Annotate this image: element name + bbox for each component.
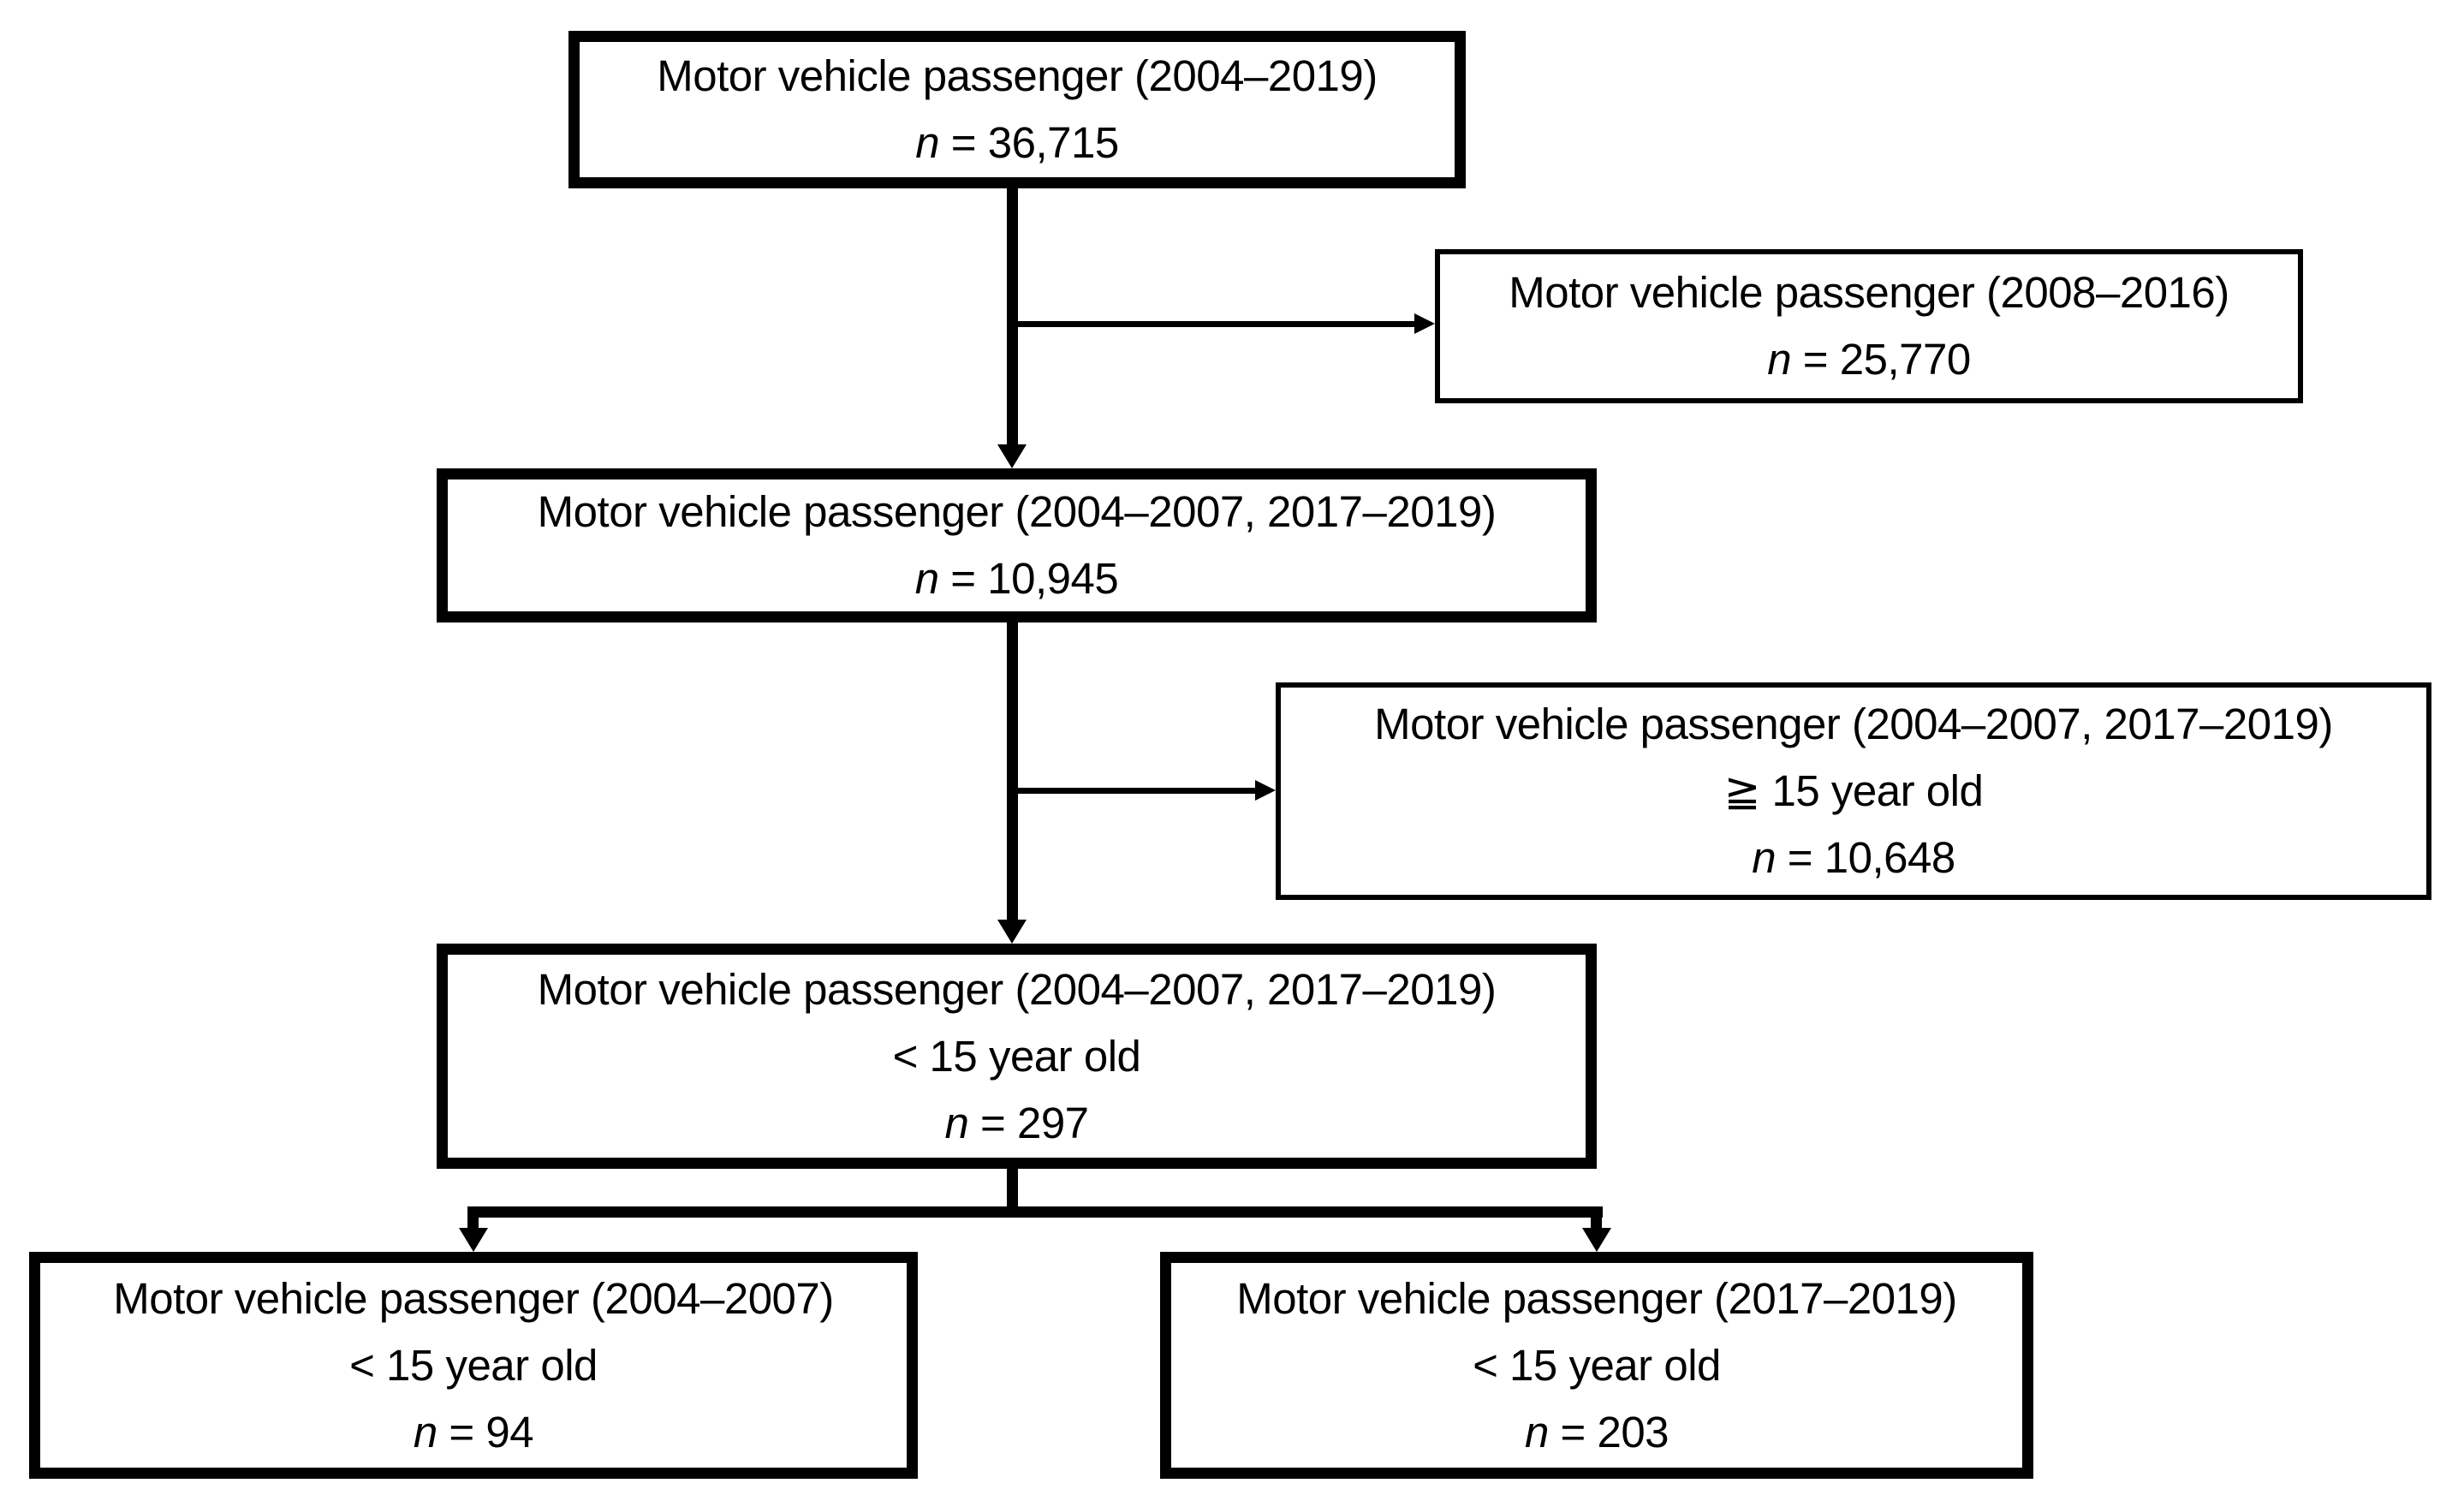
box-text-line: Motor vehicle passenger (2017–2019) [1236,1273,1957,1323]
connector-tbar [467,1206,1603,1218]
arrowhead-right-icon [1255,780,1276,801]
arrowhead-right-icon [1414,313,1435,334]
box-text-line: n = 94 [413,1407,534,1456]
box-text-line: n = 25,770 [1767,335,1971,384]
flow-box-group-2017-2019: Motor vehicle passenger (2017–2019) < 15 … [1160,1252,2033,1479]
arrowhead-down-icon [1582,1228,1611,1252]
connector-stem-2 [1007,622,1018,920]
connector-branch-1 [1012,321,1414,327]
connector-stem-1 [1007,188,1018,445]
box-text-line: n = 10,945 [914,554,1119,603]
connector-stem-3 [1007,1169,1018,1206]
box-text-line: Motor vehicle passenger (2004–2007, 2017… [1374,700,2333,748]
box-text-line: Motor vehicle passenger (2004–2007) [113,1273,834,1323]
box-text-line: Motor vehicle passenger (2004–2019) [657,51,1378,100]
flow-box-excluded-ge-15: Motor vehicle passenger (2004–2007, 2017… [1276,682,2431,900]
box-text-line: n = 203 [1524,1407,1669,1456]
box-text-line: < 15 year old [349,1340,598,1390]
connector-branch-2 [1012,788,1255,794]
box-text-line: Motor vehicle passenger (2008–2016) [1509,268,2229,317]
box-text-line: Motor vehicle passenger (2004–2007, 2017… [537,487,1497,536]
arrowhead-down-icon [997,920,1027,944]
arrowhead-down-icon [459,1228,488,1252]
box-text-line: < 15 year old [892,1031,1141,1081]
box-text-line: n = 36,715 [915,118,1119,167]
box-text-line: ≧ 15 year old [1723,766,1984,815]
connector-drop-right [1591,1218,1602,1228]
flow-box-cohort-under-15: Motor vehicle passenger (2004–2007, 2017… [437,944,1597,1169]
connector-drop-left [467,1218,479,1228]
arrowhead-down-icon [997,444,1027,468]
box-text-line: n = 10,648 [1752,833,1955,882]
flow-box-excluded-2008-2016: Motor vehicle passenger (2008–2016) n = 2… [1435,249,2303,403]
flow-box-cohort-2004-2019: Motor vehicle passenger (2004–2019) n = 3… [568,31,1466,188]
flow-box-cohort-2004-2007-2017-2019: Motor vehicle passenger (2004–2007, 2017… [437,468,1597,622]
box-text-line: < 15 year old [1473,1340,1721,1390]
box-text-line: n = 297 [944,1098,1089,1147]
flow-box-group-2004-2007: Motor vehicle passenger (2004–2007) < 15 … [29,1252,918,1479]
box-text-line: Motor vehicle passenger (2004–2007, 2017… [537,964,1497,1014]
